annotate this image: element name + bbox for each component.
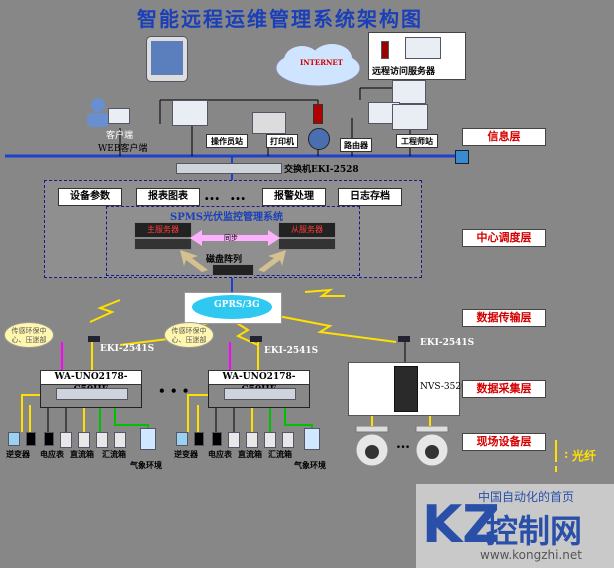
field-label-inverter: 逆变器 bbox=[174, 449, 198, 459]
watermark-brand: 控制网 bbox=[486, 512, 583, 550]
field-label-inverter: 逆变器 bbox=[6, 449, 30, 459]
user-icon bbox=[87, 98, 109, 127]
meter-icon bbox=[26, 432, 36, 446]
cabinet-icon bbox=[282, 432, 294, 448]
switch-label: 交换机EKI-2528 bbox=[284, 165, 359, 175]
field-label-dc-box: 直流箱 bbox=[70, 449, 94, 459]
desktop-icon bbox=[405, 37, 441, 59]
watermark bbox=[416, 484, 614, 568]
inverter-icon bbox=[176, 432, 188, 446]
server-tower-icon bbox=[381, 41, 389, 59]
eki-device-icon bbox=[250, 336, 262, 342]
module-log-archive: 日志存档 bbox=[338, 188, 402, 206]
cabinet-icon bbox=[96, 432, 108, 448]
web-client-label: WEB客户端 bbox=[98, 144, 148, 154]
cabinet-icon bbox=[60, 432, 72, 448]
internet-label: INTERNET bbox=[300, 58, 343, 67]
cabinet-icon bbox=[228, 432, 240, 448]
field-label-combiner: 汇流箱 bbox=[268, 449, 292, 459]
storage-arrow-icon bbox=[180, 250, 286, 272]
remote-server-label: 远程访问服务器 bbox=[372, 67, 436, 77]
watermark-logo-icon: KZ bbox=[422, 495, 500, 555]
meter-icon bbox=[44, 432, 54, 446]
operator-station-label: 操作员站 bbox=[206, 134, 248, 148]
legend-colon: : bbox=[564, 447, 569, 461]
router-label: 路由器 bbox=[340, 138, 372, 152]
disk-array-label: 磁盘阵列 bbox=[206, 255, 243, 265]
weather-icon bbox=[304, 428, 320, 450]
ellipsis: … bbox=[204, 185, 220, 204]
wa-device-icon bbox=[224, 388, 296, 400]
printer-icon bbox=[252, 112, 286, 134]
wa-uno-label: WA-UNO2178-C50HE bbox=[40, 370, 142, 395]
switch-icon bbox=[176, 163, 282, 174]
sync-arrow-icon bbox=[190, 230, 280, 246]
camera-icon bbox=[415, 426, 449, 467]
cabinet-icon bbox=[246, 432, 258, 448]
desktop-icon bbox=[392, 80, 426, 104]
meter-icon bbox=[212, 432, 222, 446]
cabinet-icon bbox=[264, 432, 276, 448]
router-icon bbox=[308, 128, 330, 150]
spms-label: SPMS光伏监控管理系统 bbox=[170, 212, 284, 223]
engineer-station-label: 工程师站 bbox=[396, 134, 438, 148]
bus-terminal-icon bbox=[455, 150, 469, 164]
desktop-icon bbox=[172, 100, 208, 126]
eki-device-icon bbox=[398, 336, 410, 342]
sync-label: 同步 bbox=[224, 234, 238, 242]
field-label-weather: 气象环境 bbox=[130, 460, 162, 470]
eki-2541s-label: EKI-2541S bbox=[100, 344, 155, 354]
sensor-center-bubble: 传感环保中心、压迷部 bbox=[4, 322, 54, 348]
client-label: 客户端 bbox=[106, 131, 134, 141]
ellipsis: … bbox=[396, 436, 410, 452]
inverter-icon bbox=[8, 432, 20, 446]
module-device-params: 设备参数 bbox=[58, 188, 122, 206]
field-label-weather: 气象环境 bbox=[294, 460, 326, 470]
field-label-dc-box: 直流箱 bbox=[238, 449, 262, 459]
info-layer-label: 信息层 bbox=[462, 128, 546, 146]
ellipsis: • • • bbox=[158, 384, 190, 398]
internet-cloud-icon bbox=[275, 44, 361, 87]
wa-device-icon bbox=[56, 388, 128, 400]
gprs-label: GPRS/3G bbox=[214, 300, 260, 310]
field-label-meter: 电应表 bbox=[208, 449, 232, 459]
smartphone-icon bbox=[146, 36, 188, 82]
gprs-cloud-icon bbox=[192, 295, 272, 319]
field-label-combiner: 汇流箱 bbox=[102, 449, 126, 459]
eki-2541s-label: EKI-2541S bbox=[420, 338, 475, 348]
legend-fiber-label: 光纤 bbox=[572, 449, 597, 463]
page-title: 智能远程运维管理系统架构图 bbox=[137, 7, 423, 31]
eki-2541s-label: EKI-2541S bbox=[264, 346, 319, 356]
sensor-center-bubble: 传感环保中心、压迷部 bbox=[164, 322, 214, 348]
weather-icon bbox=[140, 428, 156, 450]
watermark-site-text: 中国自动化的首页 bbox=[478, 490, 575, 504]
field-layer-label: 现场设备层 bbox=[462, 433, 546, 451]
laptop-icon bbox=[108, 108, 130, 124]
remote-server-box bbox=[368, 32, 466, 80]
ellipsis: … bbox=[230, 185, 246, 204]
firewall-icon bbox=[313, 104, 323, 124]
cabinet-icon bbox=[114, 432, 126, 448]
printer-label: 打印机 bbox=[266, 134, 298, 148]
center-layer-label: 中心调度层 bbox=[462, 229, 546, 247]
eki-device-icon bbox=[88, 336, 100, 342]
wa-uno-label: WA-UNO2178-C50HE bbox=[208, 370, 310, 395]
backup-server-label: 从服务器 bbox=[278, 222, 336, 238]
main-server-label: 主服务器 bbox=[134, 222, 192, 238]
acquisition-layer-label: 数据采集层 bbox=[462, 380, 546, 398]
module-alarm-handling: 报警处理 bbox=[262, 188, 326, 206]
module-report-charts: 报表图表 bbox=[136, 188, 200, 206]
cabinet-icon bbox=[78, 432, 90, 448]
meter-icon bbox=[194, 432, 204, 446]
field-label-meter: 电应表 bbox=[40, 449, 64, 459]
server-rack-icon bbox=[134, 238, 192, 250]
camera-icon bbox=[355, 426, 389, 467]
nvs-device-icon bbox=[394, 366, 418, 412]
transport-layer-label: 数据传输层 bbox=[462, 309, 546, 327]
server-rack-icon bbox=[278, 238, 336, 250]
nvs-label: NVS-3520 bbox=[420, 382, 467, 392]
watermark-url: www.kongzhi.net bbox=[480, 548, 582, 562]
desktop-icon bbox=[392, 104, 428, 130]
disk-array-icon bbox=[212, 264, 254, 276]
